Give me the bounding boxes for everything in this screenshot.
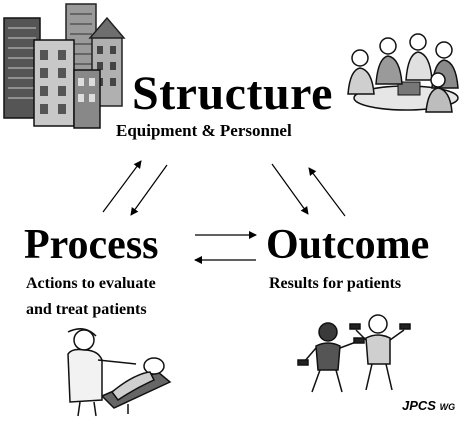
city-buildings-icon [3,3,126,129]
credit-suffix: WG [439,402,456,412]
credit-main: JPCS [402,398,436,413]
process-description-line-2: and treat patients [26,301,147,318]
arrow-outcome-to-structure [308,167,346,217]
arrow-structure-to-process [130,164,168,216]
exercise-people-icon [297,314,411,393]
people-meeting-icon [347,33,459,113]
credit-label: JPCS WG [402,398,455,415]
process-title: Process [24,222,159,268]
arrow-process-to-structure [102,160,142,213]
doctor-patient-icon [67,328,172,417]
structure-subtitle: Equipment & Personnel [116,121,292,140]
structure-title: Structure [132,67,333,120]
outcome-title: Outcome [266,222,430,268]
process-description-line-1: Actions to evaluate [26,275,156,292]
outcome-description: Results for patients [269,275,402,292]
arrow-structure-to-outcome [271,163,309,215]
